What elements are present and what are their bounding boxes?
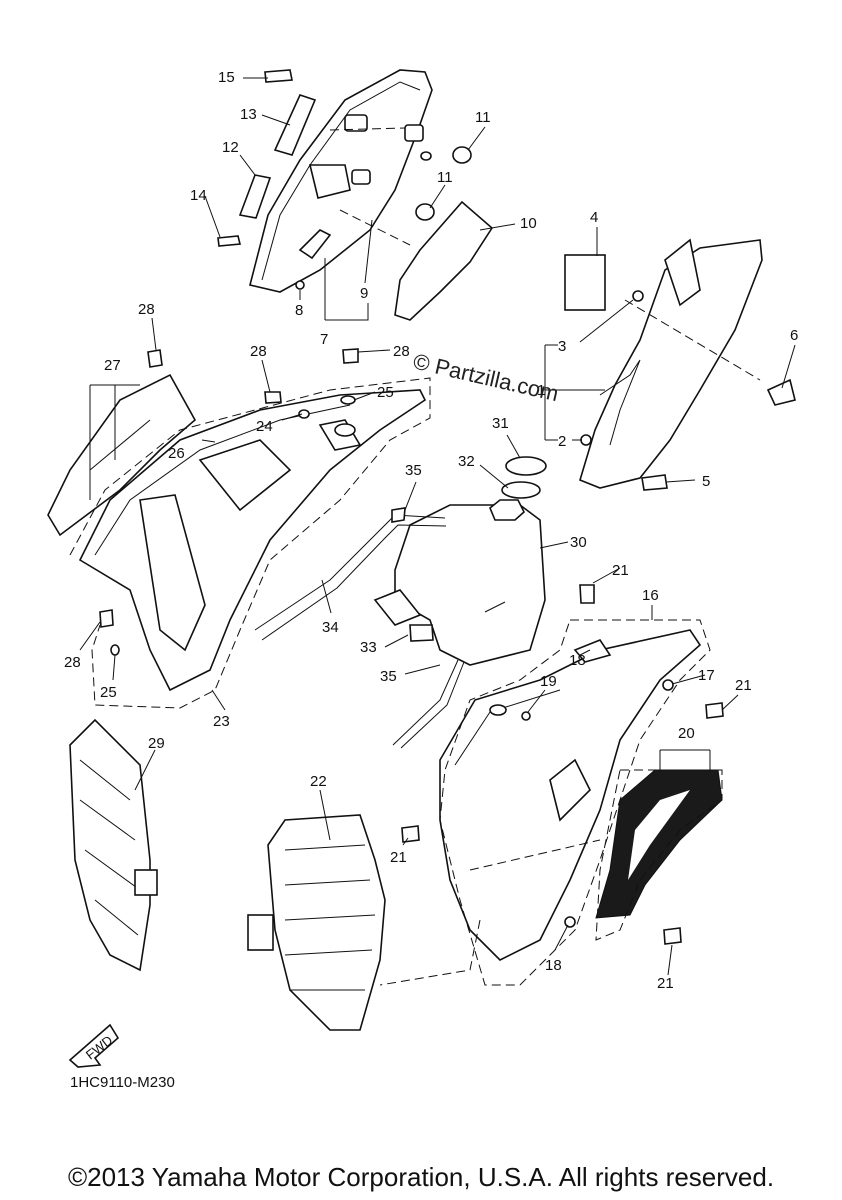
callout-18a: 18	[569, 652, 586, 669]
figure-code: 1HC9110-M230	[70, 1074, 175, 1091]
callout-35b: 35	[380, 668, 397, 685]
callout-12: 12	[222, 139, 239, 156]
radiator-guard-left	[69, 718, 158, 972]
callout-28b: 28	[250, 343, 267, 360]
callout-11b: 11	[437, 169, 453, 186]
callout-26: 26	[168, 445, 185, 462]
radiator-guard-right	[247, 814, 386, 1031]
callout-14: 14	[190, 187, 207, 204]
callout-15: 15	[218, 69, 235, 86]
callout-10: 10	[520, 215, 537, 232]
air-filter-cover-assembly	[217, 69, 494, 321]
callout-13: 13	[240, 106, 257, 123]
callout-8: 8	[295, 302, 303, 319]
callout-34: 34	[322, 619, 339, 636]
callout-31: 31	[492, 415, 509, 432]
right-shroud-assembly	[401, 584, 724, 961]
callout-35a: 35	[405, 462, 422, 479]
callout-29: 29	[148, 735, 165, 752]
side-cover-assembly	[564, 238, 796, 491]
callout-3: 3	[558, 338, 566, 355]
callout-22: 22	[310, 773, 327, 790]
callout-32: 32	[458, 453, 475, 470]
callout-25a: 25	[377, 384, 394, 401]
callout-4: 4	[590, 209, 598, 226]
callout-11a: 11	[475, 109, 491, 126]
shroud-group-outline	[69, 377, 431, 709]
callout-labels: 15 13 12 14 11 11 10 9 8 7 4 3 1 2 6 5 2…	[64, 69, 798, 992]
leader-lines	[79, 77, 796, 986]
callout-28d: 28	[64, 654, 81, 671]
copyright-notice: ©2013 Yamaha Motor Corporation, U.S.A. A…	[67, 1162, 775, 1192]
callout-7: 7	[320, 331, 328, 348]
callout-28a: 28	[138, 301, 155, 318]
callout-17: 17	[698, 667, 715, 684]
callout-21d: 21	[657, 975, 674, 992]
callout-28c: 28	[393, 343, 410, 360]
callout-27: 27	[104, 357, 121, 374]
callout-23: 23	[213, 713, 230, 730]
callout-33: 33	[360, 639, 377, 656]
callout-6: 6	[790, 327, 798, 344]
right-shroud-group-outline	[439, 619, 711, 986]
graphic-group-outline	[595, 769, 723, 941]
shroud-graphic	[595, 769, 723, 919]
callout-24: 24	[256, 418, 273, 435]
fuel-tank-assembly	[254, 456, 547, 749]
callout-21a: 21	[612, 562, 629, 579]
callout-1: 1	[537, 382, 545, 399]
callout-18b: 18	[545, 957, 562, 974]
callout-21b: 21	[735, 677, 752, 694]
callout-16: 16	[642, 587, 659, 604]
callout-21c: 21	[390, 849, 407, 866]
callout-30: 30	[570, 534, 587, 551]
partzilla-watermark: © Partzilla.com	[411, 349, 561, 407]
callout-2: 2	[558, 433, 566, 450]
callout-9: 9	[360, 285, 368, 302]
callout-20: 20	[678, 725, 695, 742]
callout-5: 5	[702, 473, 710, 490]
callout-19: 19	[540, 673, 557, 690]
callout-25b: 25	[100, 684, 117, 701]
fwd-arrow-icon: FWD	[68, 1023, 120, 1068]
left-shroud-assembly	[47, 348, 427, 692]
